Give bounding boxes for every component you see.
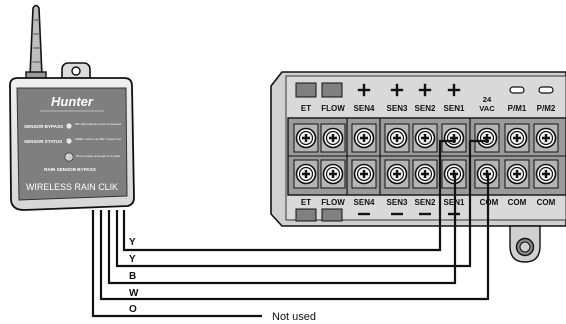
top-label-sen4: SEN4 [354,104,375,113]
bottom-label-sen3: SEN3 [387,198,408,207]
top-label-et: ET [301,104,311,113]
top-label-sen3: SEN3 [387,104,408,113]
antenna [29,4,43,77]
top-label-sen1: SEN1 [444,104,465,113]
terminal-screw-bottom-sen2 [412,159,438,189]
wire-yellow-2 [115,139,487,268]
status-led [66,138,72,144]
bottom-label-et: ET [301,198,311,207]
wire-orange [91,210,262,318]
et-tab-bottom [295,208,317,222]
wireless-rain-clik-receiver: Hunter SENSOR BYPASS Rain light indicate… [9,4,135,211]
terminal-screw-bottom-c9 [533,159,559,189]
wire-white [99,174,490,301]
bypass-note: Rain light indicates sensor is bypassed [75,122,121,126]
wires: Y Y B W O Not used [91,139,490,323]
press-note: Press to bypass, press again to re-enabl… [76,154,120,158]
bypass-led [66,123,72,129]
wire-label-o: O [129,304,137,315]
terminal-screw-top-c9 [533,123,559,153]
plus-signs [357,83,461,97]
sensor-bypass-label: SENSOR BYPASS [24,124,63,129]
terminal-screw-bottom-flow [320,159,346,189]
wire-label-b: B [129,271,136,282]
wire-label-y2: Y [129,254,136,265]
terminal-screw-top-sen1 [441,123,467,153]
top-label-pm2: P/M2 [537,104,556,113]
status-note: GREEN = Active to dry, RED = Sensor is w… [75,137,121,141]
terminal-screw-top-c8 [504,123,530,153]
bottom-label-com-1: COM [480,198,499,207]
terminal-screw-bottom-c8 [504,159,530,189]
sensor-status-label: SENSOR STATUS [24,139,62,144]
pm2-indicator [538,86,554,94]
top-label-pm1: P/M1 [508,104,527,113]
terminal-screw-top-sen3 [384,123,410,153]
et-tab-top [295,82,317,98]
ground-lug [509,225,541,263]
bottom-label-flow: FLOW [321,198,345,207]
top-label-sen2: SEN2 [415,104,436,113]
rain-sensor-bypass-label: RAIN SENSOR BYPASS [44,167,96,172]
flow-tab-bottom [321,208,343,222]
bypass-button[interactable] [64,152,74,162]
wire-blue [107,174,457,285]
wire-label-y1: Y [129,237,136,248]
terminal-screw-top-et [293,123,319,153]
flow-tab-top [321,82,343,98]
product-name: WIRELESS RAIN CLIK [26,182,118,192]
bottom-label-com-3: COM [537,198,556,207]
wire-label-w: W [129,288,139,299]
terminal-screw-bottom-et [293,159,319,189]
terminal-screw-bottom-sen4 [351,159,377,189]
bottom-terminal-labels: ET FLOW SEN4 SEN3 SEN2 SEN1 COM COM COM [301,198,556,207]
bottom-label-com-2: COM [508,198,527,207]
not-used-label: Not used [272,311,316,323]
bottom-label-sen2: SEN2 [415,198,436,207]
terminal-screw-top-sen2 [412,123,438,153]
brand-logo: Hunter [51,94,94,109]
terminal-screw-bottom-sen3 [384,159,410,189]
bottom-label-sen4: SEN4 [354,198,375,207]
top-label-flow: FLOW [321,104,345,113]
terminal-screw-top-sen4 [351,123,377,153]
wire-yellow-1 [122,139,454,252]
terminal-screw-top-c7 [474,123,500,153]
receiver-front-panel [16,87,128,201]
terminal-screw-top-flow [320,123,346,153]
pm1-indicator [509,86,525,94]
